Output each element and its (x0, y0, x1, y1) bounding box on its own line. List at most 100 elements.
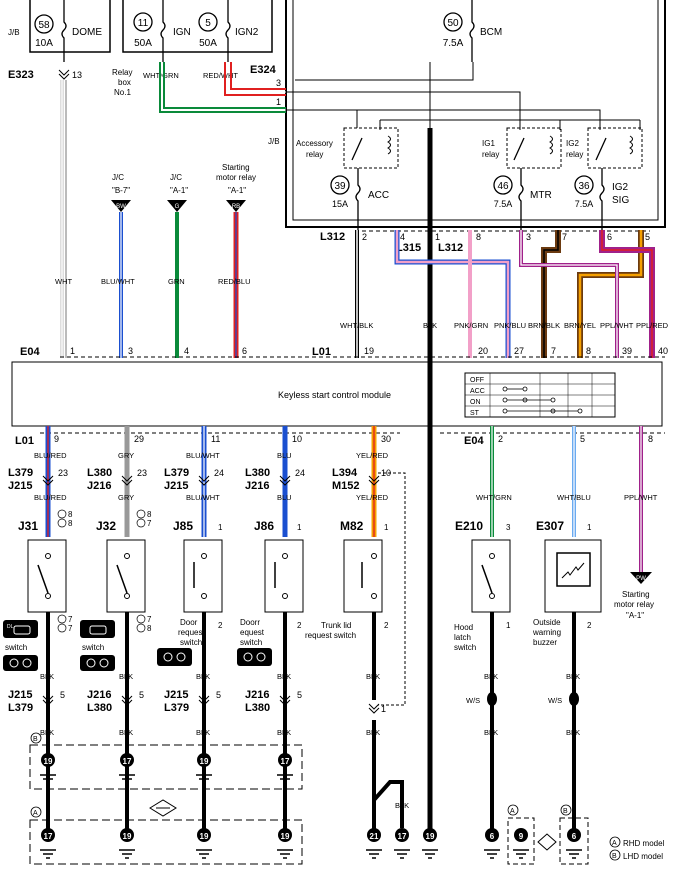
fuse-ign2: 5 50A IGN2 (198, 0, 259, 62)
svg-text:L379: L379 (164, 467, 189, 479)
svg-text:Starting: Starting (622, 590, 650, 599)
svg-text:L380: L380 (87, 467, 112, 479)
trunk-label: Trunk lid (321, 621, 351, 630)
component-e210: E210 (455, 519, 483, 533)
svg-text:7: 7 (551, 346, 556, 356)
ig2-relay: IG2 relay (566, 127, 643, 169)
svg-text:motor relay: motor relay (216, 173, 256, 182)
wire-label-pnk-blu: PNK/BLU (494, 321, 526, 330)
svg-text:BLK: BLK (484, 672, 498, 681)
relay-box-label-3: No.1 (114, 88, 131, 97)
wire-label-brn-yel: BRN/YEL (564, 321, 596, 330)
connector-e04-top: E04 (20, 346, 40, 358)
svg-text:5: 5 (645, 232, 650, 242)
doorr-request-label-3: switch (240, 638, 262, 647)
svg-text:7: 7 (147, 519, 152, 528)
accessory-relay-label-2: relay (306, 150, 323, 159)
svg-text:J/C: J/C (112, 173, 124, 182)
svg-text:W/S: W/S (466, 696, 480, 705)
fuse-ign2-name: IGN2 (235, 27, 259, 38)
svg-text:BLU/WHT: BLU/WHT (186, 451, 220, 460)
svg-text:29: 29 (134, 434, 144, 444)
svg-text:ACC: ACC (470, 388, 485, 395)
switch-j85 (183, 539, 223, 613)
svg-text:BLU: BLU (277, 451, 292, 460)
svg-text:21: 21 (370, 832, 379, 841)
svg-text:BLK: BLK (40, 728, 54, 737)
wire-brn-blk (541, 230, 561, 358)
svg-text:9: 9 (519, 832, 524, 841)
legend: A RHD model B LHD model (609, 836, 665, 861)
hood-label: Hood (454, 623, 473, 632)
fuse-acc-num: 39 (334, 181, 346, 192)
door-request-label-3: switch (180, 638, 202, 647)
svg-text:ST: ST (470, 410, 480, 417)
svg-text:1: 1 (587, 523, 592, 532)
svg-text:2: 2 (362, 232, 367, 242)
fuse-ig2sig-num: 36 (578, 181, 590, 192)
svg-text:BLK: BLK (196, 728, 210, 737)
svg-text:1: 1 (384, 523, 389, 532)
svg-text:B: B (612, 853, 617, 860)
buzzer-label-3: buzzer (533, 638, 557, 647)
svg-text:1: 1 (381, 704, 386, 714)
svg-text:J216: J216 (245, 480, 269, 492)
svg-text:23: 23 (137, 468, 147, 478)
connector-e323-pin: 13 (72, 70, 82, 80)
svg-text:BLU/RED: BLU/RED (34, 493, 67, 502)
legend-rhd: RHD model (623, 839, 665, 848)
svg-text:8: 8 (147, 624, 152, 633)
svg-text:J216: J216 (87, 480, 111, 492)
buzzer-e307 (544, 539, 602, 613)
svg-text:J216: J216 (245, 689, 269, 701)
switch-e210 (471, 539, 511, 613)
svg-text:20: 20 (478, 346, 488, 356)
svg-text:2: 2 (297, 621, 302, 630)
component-j32: J32 (96, 519, 116, 533)
svg-text:BLU: BLU (277, 493, 292, 502)
ground-connector-3: J215 L379 5 (164, 689, 221, 714)
svg-text:L380: L380 (245, 702, 270, 714)
svg-text:B: B (33, 736, 38, 743)
svg-text:J215: J215 (8, 689, 32, 701)
fuse-ign2-num: 5 (205, 18, 211, 29)
svg-text:BW: BW (116, 204, 126, 210)
blk-wires-lower (46, 612, 576, 835)
accessory-relay: Accessory relay (296, 127, 399, 169)
connector-l01-top: L01 (312, 346, 331, 358)
connector-e323: E323 (8, 69, 34, 81)
svg-text:9: 9 (54, 434, 59, 444)
trunk-label-2: request switch (305, 631, 356, 640)
svg-text:YEL/RED: YEL/RED (356, 451, 389, 460)
starting-motor-relay-out: PW Starting motor relay "A-1" (614, 572, 654, 620)
svg-text:J216: J216 (87, 689, 111, 701)
svg-text:3: 3 (506, 523, 511, 532)
fuse-mtr-num: 46 (497, 181, 509, 192)
svg-text:"A-1": "A-1" (626, 611, 644, 620)
svg-text:8: 8 (68, 519, 73, 528)
ground-connector-2: J216 L380 5 (87, 689, 144, 714)
door-switch-icon-2 (237, 648, 272, 666)
jb-internal-bus (286, 62, 641, 130)
svg-text:6: 6 (490, 832, 495, 841)
wire-label-blk: BLK (423, 321, 437, 330)
svg-text:BLK: BLK (395, 801, 409, 810)
bottom-grounds: 17 19 19 19 21 17 19 6 9 6 A B (40, 804, 589, 865)
lower-connector-4: L380 J216 24 (245, 467, 305, 492)
hood-label-3: switch (454, 643, 476, 652)
fuse-dome: 58 10A DOME J/B (8, 0, 102, 62)
svg-text:8: 8 (476, 232, 481, 242)
svg-text:GRY: GRY (118, 493, 134, 502)
keyless-start-module (11, 361, 663, 427)
connector-l315: L315 (396, 242, 421, 254)
component-j31: J31 (18, 519, 38, 533)
svg-text:OFF: OFF (470, 377, 484, 384)
jb-label: J/B (268, 137, 280, 146)
svg-text:5: 5 (60, 690, 65, 700)
fuse-ign: 11 50A IGN (133, 0, 191, 62)
svg-text:"A-1": "A-1" (228, 186, 246, 195)
connector-e324-pin1: 1 (276, 97, 281, 107)
ignition-switch-table: OFF ACC ON ST (464, 372, 616, 418)
fuse-dome-name: DOME (72, 27, 102, 38)
svg-text:L379: L379 (164, 702, 189, 714)
